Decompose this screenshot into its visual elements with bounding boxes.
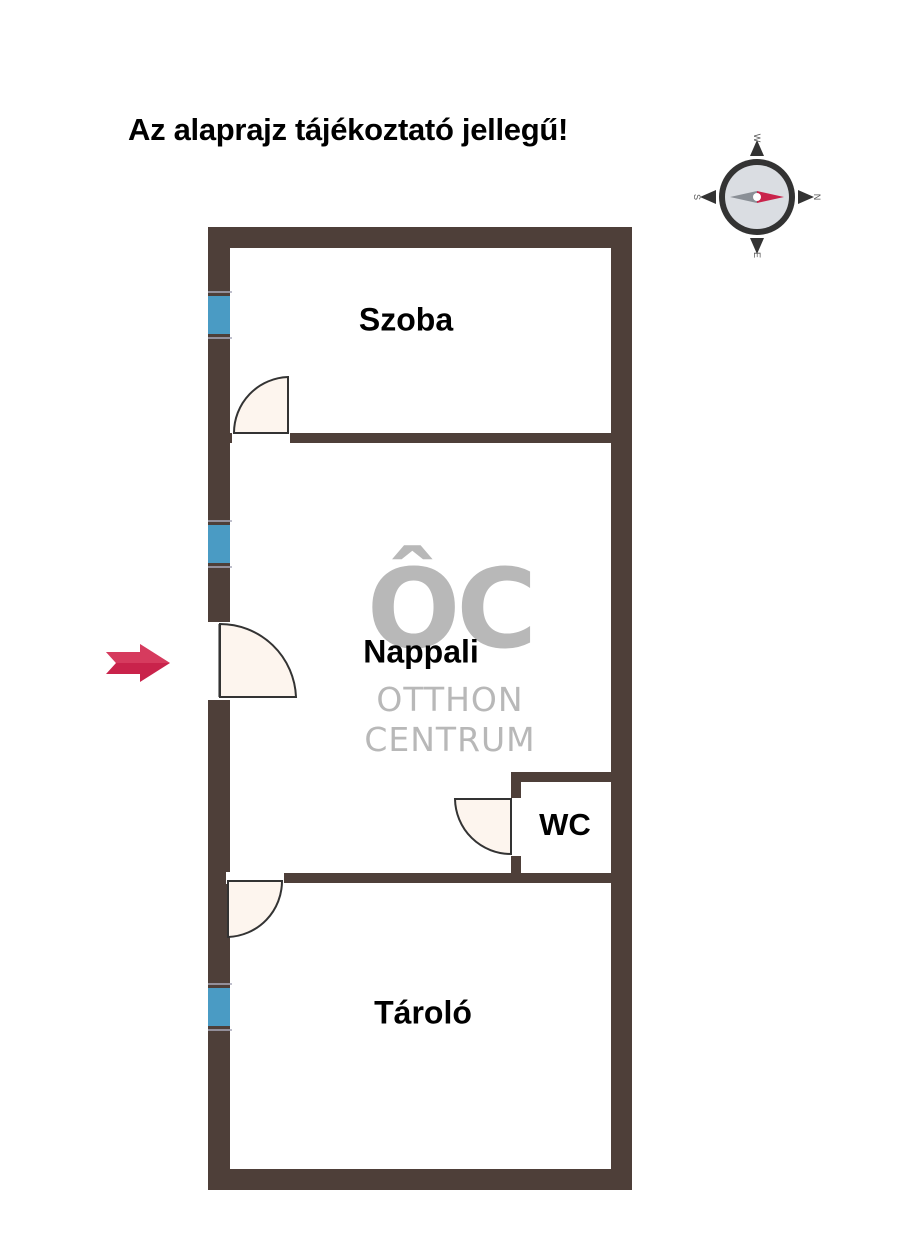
window xyxy=(208,525,230,563)
compass-w-label: W xyxy=(752,134,762,143)
room-label-tarolo: Tároló xyxy=(374,994,472,1031)
compass-s-label: S xyxy=(692,194,702,200)
door-tarolo xyxy=(227,880,284,939)
entry-arrow-icon xyxy=(106,644,170,682)
compass-e-label: E xyxy=(752,252,762,258)
door-wc xyxy=(453,798,512,856)
compass-rose-icon: W E S N xyxy=(692,134,822,258)
door-entrance xyxy=(219,622,298,698)
window xyxy=(208,296,230,334)
watermark-logo: ÔC xyxy=(366,545,537,673)
room-label-szoba: Szoba xyxy=(358,301,454,338)
compass-n-label: N xyxy=(812,194,822,201)
plan-notice: Az alaprajz tájékoztató jellegű! xyxy=(128,112,569,147)
window xyxy=(208,988,230,1026)
doors xyxy=(207,375,523,939)
room-label-nappali: Nappali xyxy=(363,633,479,670)
watermark-line-2: CENTRUM xyxy=(364,720,536,759)
door-szoba xyxy=(232,375,289,434)
watermark-line-1: OTTHON xyxy=(376,680,524,719)
room-label-wc: WC xyxy=(539,807,591,842)
windows xyxy=(208,291,232,1031)
outer-walls xyxy=(208,227,632,1190)
